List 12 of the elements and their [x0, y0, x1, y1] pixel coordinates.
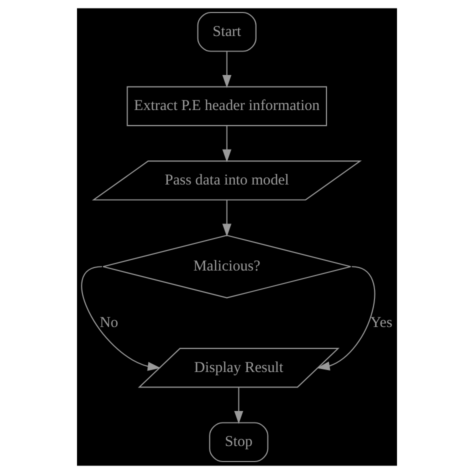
node-box: Start — [197, 12, 256, 52]
arrow — [222, 200, 232, 237]
node-box: Extract P.E header information — [126, 86, 328, 126]
arrow — [222, 52, 232, 88]
edge-label: Yes — [370, 315, 392, 332]
arrow — [81, 266, 161, 371]
edge-label: No — [100, 315, 118, 332]
node-diamond: Malicious? — [102, 234, 352, 298]
arrow — [234, 387, 244, 424]
arrow — [316, 266, 376, 370]
node-box: Stop — [209, 422, 268, 462]
arrow — [222, 126, 232, 162]
